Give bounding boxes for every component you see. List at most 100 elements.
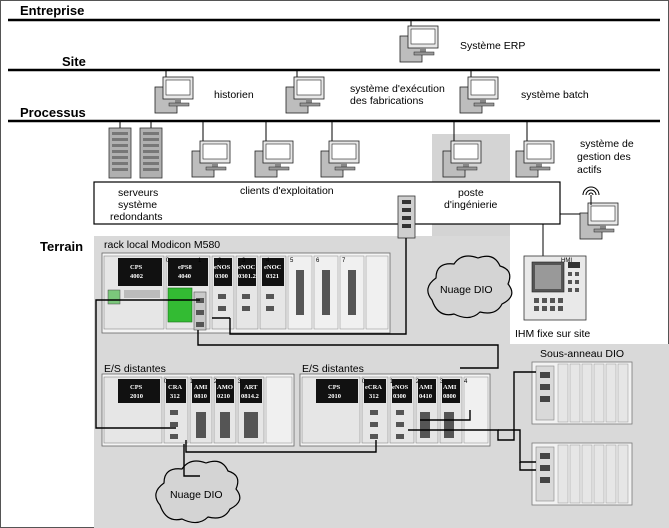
- local-rack: [101, 252, 391, 334]
- slot-number: 1: [190, 379, 194, 385]
- ring-cabling: [95, 238, 536, 477]
- wireless-computer-icon: [579, 202, 619, 240]
- rack-module-line1: eNOC: [238, 264, 256, 271]
- slot-number: 1: [390, 379, 394, 385]
- client-computer-icon: [320, 140, 360, 178]
- rack-module-line2: 0300: [393, 393, 406, 400]
- remote-io-1-label: E/S distantes: [104, 363, 166, 375]
- dio-module-1: [531, 361, 633, 425]
- rack-module-line2: 0800: [443, 393, 456, 400]
- mes-label-line2: des fabrications: [350, 95, 424, 107]
- slot-number: 4: [266, 258, 270, 264]
- servers-label-line3: redondants: [110, 211, 163, 223]
- rack-module-line2: 0810: [194, 393, 207, 400]
- rack-module-line2: 0321: [266, 273, 279, 280]
- rack-module-line1: AMI: [419, 384, 433, 391]
- slot-number: 3: [238, 379, 242, 385]
- slot-number: 1: [198, 258, 202, 264]
- remote-rack-1: CPS 2010 CRA 312 AMI 0810 AMO 0210 ART 0…: [101, 373, 295, 447]
- server-icon: [139, 127, 163, 179]
- rack-module-line1: AMI: [194, 384, 208, 391]
- rack-module-line2: 4040: [178, 273, 191, 280]
- engineering-label-line1: poste: [458, 187, 484, 199]
- local-rack-slot-numbers: 0 1 2 3 4 5 6 7: [166, 258, 346, 264]
- rack-module-line2: 4002: [130, 273, 143, 280]
- cloud-top-label: Nuage DIO: [440, 284, 493, 296]
- asset-label-line3: actifs: [577, 164, 602, 176]
- rack-module-line1: ePS8: [178, 264, 192, 271]
- rack-module-line1: eNOC: [264, 264, 282, 271]
- slot-number: 2: [214, 379, 218, 385]
- rack-module-line1: eCRA: [365, 384, 382, 391]
- servers-label-line1: serveurs: [118, 187, 158, 199]
- mes-computer-icon: [285, 76, 325, 114]
- rack-module-line2: 0814.2: [241, 393, 259, 400]
- client-computer-icon: [191, 140, 231, 178]
- rack-module-line1: ART: [244, 384, 258, 391]
- rack-module-line1: eNOS: [214, 264, 231, 271]
- slot-number: 0: [362, 379, 366, 385]
- slot-number: 5: [290, 258, 294, 264]
- network-switch-icon: [397, 195, 416, 239]
- dio-subring-label: Sous-anneau DIO: [540, 348, 624, 360]
- cloud-top-icon: [427, 255, 513, 319]
- slot-number: 4: [464, 379, 468, 385]
- client-computer-icon: [254, 140, 294, 178]
- slot-number: 6: [316, 258, 320, 264]
- asset-label-line1: système de: [580, 138, 634, 150]
- wireless-icon: [582, 186, 600, 205]
- rack-module-line1: CPS: [130, 384, 143, 391]
- rack-module-line2: 0410: [419, 393, 432, 400]
- slot-number: 0: [166, 258, 170, 264]
- rack-module-line1: AMI: [443, 384, 457, 391]
- rack-module-line2: 0210: [217, 393, 230, 400]
- slot-number: 2: [416, 379, 420, 385]
- slot-number: 2: [218, 258, 222, 264]
- cloud-bottom-icon: [155, 460, 241, 524]
- engineering-label-line2: d'ingénierie: [444, 199, 498, 211]
- remote-io-2-label: E/S distantes: [302, 363, 364, 375]
- operation-clients-label: clients d'exploitation: [240, 185, 334, 197]
- control-network-box: [93, 181, 561, 225]
- servers-label-line2: système: [118, 199, 157, 211]
- process-level-label: Processus: [20, 105, 86, 120]
- hmi-panel-icon: [523, 255, 587, 321]
- erp-computer-icon: [399, 25, 439, 63]
- historian-computer-icon: [154, 76, 194, 114]
- local-rack-modules: CPS 4002 ePS8 4040 eNOS 0300 eNOC 0301.2…: [130, 264, 282, 280]
- rack-module-line2: 0301.2: [238, 273, 256, 280]
- rack-module-line1: CPS: [130, 264, 143, 271]
- rack-module-line2: 2010: [328, 393, 341, 400]
- batch-computer-icon: [459, 76, 499, 114]
- rack-module-line1: CPS: [328, 384, 341, 391]
- asset-label-line2: gestion des: [577, 151, 631, 163]
- rack-module-line1: eNOS: [392, 384, 409, 391]
- cloud-bottom-label: Nuage DIO: [170, 489, 223, 501]
- erp-label: Système ERP: [460, 40, 525, 52]
- site-level-label: Site: [62, 54, 86, 69]
- local-rack-label: rack local Modicon M580: [104, 239, 220, 251]
- field-level-label: Terrain: [40, 239, 83, 254]
- enterprise-level-label: Entreprise: [20, 3, 84, 18]
- rack-module-line1: AMO: [217, 384, 233, 391]
- batch-label: système batch: [521, 89, 589, 101]
- rack-module-line2: 312: [170, 393, 180, 400]
- slot-number: 0: [164, 379, 168, 385]
- dio-module-2: [531, 442, 633, 506]
- hmi-screen-label: HMI: [561, 258, 572, 264]
- slot-number: 3: [242, 258, 246, 264]
- rack-module-line2: 0300: [215, 273, 228, 280]
- rack-module-line2: 2010: [130, 393, 143, 400]
- asset-management-computer-icon: [515, 140, 555, 178]
- remote-rack-2: CPS 2010 eCRA 312 eNOS 0300 AMI 0410 AMI…: [299, 373, 491, 447]
- hmi-label: IHM fixe sur site: [515, 328, 590, 340]
- slot-number: 3: [440, 379, 444, 385]
- historian-label: historien: [214, 89, 254, 101]
- rack-module-line1: CRA: [168, 384, 182, 391]
- slot-number: 7: [342, 258, 346, 264]
- server-icon: [108, 127, 132, 179]
- mes-label-line1: système d'exécution: [350, 83, 445, 95]
- rack-module-line2: 312: [369, 393, 379, 400]
